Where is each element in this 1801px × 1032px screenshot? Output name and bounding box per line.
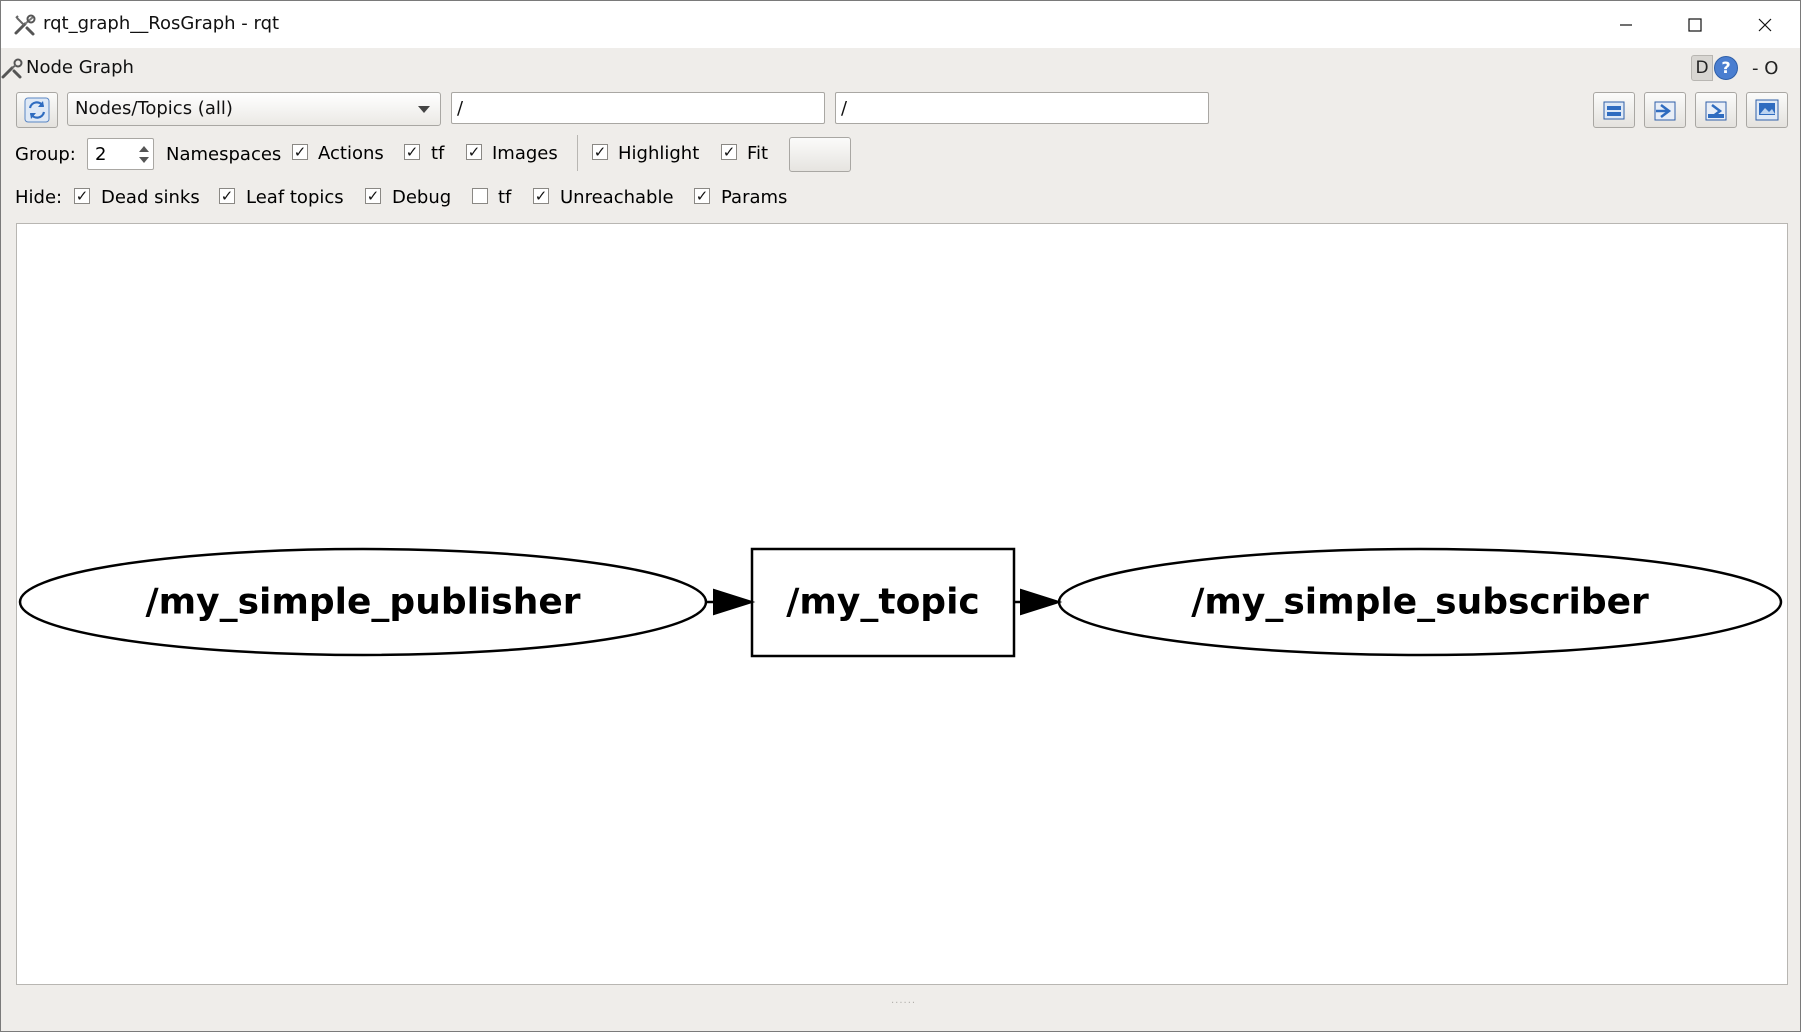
save-image-icon bbox=[1755, 99, 1779, 121]
dock-title: Node Graph bbox=[26, 57, 134, 78]
publisher-node-label: /my_simple_publisher bbox=[145, 581, 581, 623]
save-svg-icon bbox=[1705, 101, 1727, 121]
fit-checkbox[interactable]: ✓ bbox=[721, 143, 737, 161]
topic-filter-input[interactable] bbox=[835, 92, 1209, 124]
dock-float-close-buttons[interactable]: - O bbox=[1752, 57, 1779, 79]
minimize-button[interactable] bbox=[1592, 1, 1660, 48]
refresh-button[interactable] bbox=[16, 92, 58, 128]
hide-tf-label: tf bbox=[498, 187, 512, 208]
dock-buttons: D ? - O bbox=[1691, 55, 1778, 81]
load-dot-button[interactable] bbox=[1593, 92, 1635, 128]
graph-canvas[interactable]: /my_simple_publisher /my_topic /my_simpl… bbox=[16, 223, 1788, 985]
save-dot-button[interactable] bbox=[1644, 92, 1686, 128]
load-dot-icon bbox=[1603, 101, 1625, 120]
tf-label: tf bbox=[431, 143, 445, 164]
hide-leaf-topics-label: Leaf topics bbox=[246, 187, 344, 208]
hide-unreachable-checkbox[interactable]: ✓ bbox=[533, 187, 549, 205]
graph-mode-select[interactable]: Nodes/Topics (all) bbox=[67, 92, 441, 126]
window-title: rqt_graph__RosGraph - rqt bbox=[43, 13, 280, 34]
group-label: Group: bbox=[15, 144, 76, 165]
images-checkbox[interactable]: ✓ bbox=[466, 143, 482, 161]
hide-label: Hide: bbox=[15, 187, 63, 208]
toolbar-separator bbox=[577, 135, 578, 171]
topic-node-label: /my_topic bbox=[786, 581, 980, 623]
subscriber-node-label: /my_simple_subscriber bbox=[1191, 581, 1649, 623]
spin-up-icon[interactable] bbox=[139, 146, 149, 152]
hide-debug-label: Debug bbox=[392, 187, 452, 208]
spin-down-icon[interactable] bbox=[139, 157, 149, 163]
hide-params-checkbox[interactable]: ✓ bbox=[694, 187, 710, 205]
title-bar[interactable]: rqt_graph__RosGraph - rqt bbox=[1, 1, 1800, 48]
actions-checkbox[interactable]: ✓ bbox=[292, 143, 308, 161]
chevron-down-icon bbox=[418, 106, 430, 113]
refresh-icon bbox=[24, 97, 50, 123]
maximize-icon bbox=[1688, 17, 1702, 32]
edge-publisher-topic[interactable] bbox=[706, 588, 756, 616]
fit-label: Fit bbox=[747, 143, 769, 164]
hide-tf-checkbox[interactable] bbox=[472, 188, 488, 204]
maximize-button[interactable] bbox=[1661, 1, 1729, 48]
plugin-icon bbox=[1, 58, 25, 80]
highlight-label: Highlight bbox=[618, 143, 700, 164]
fit-in-view-button[interactable] bbox=[789, 137, 851, 172]
hide-dead-sinks-checkbox[interactable]: ✓ bbox=[74, 187, 90, 205]
save-image-button[interactable] bbox=[1746, 92, 1788, 128]
hide-leaf-topics-checkbox[interactable]: ✓ bbox=[219, 187, 235, 205]
hide-dead-sinks-label: Dead sinks bbox=[101, 187, 200, 208]
graph-svg bbox=[18, 547, 1783, 658]
dock-title-bar[interactable]: Node Graph D ? - O bbox=[1, 51, 1800, 85]
highlight-checkbox[interactable]: ✓ bbox=[592, 143, 608, 161]
close-button[interactable] bbox=[1731, 1, 1799, 48]
rqt-app-icon bbox=[13, 13, 37, 37]
close-icon bbox=[1758, 18, 1772, 31]
images-label: Images bbox=[492, 143, 558, 164]
node-filter-input[interactable] bbox=[451, 92, 825, 124]
help-icon[interactable]: ? bbox=[1714, 56, 1738, 80]
edge-topic-subscriber[interactable] bbox=[1014, 588, 1063, 616]
hide-params-label: Params bbox=[721, 187, 788, 208]
group-value: 2 bbox=[95, 144, 107, 165]
tf-checkbox[interactable]: ✓ bbox=[404, 143, 420, 161]
namespaces-label: Namespaces bbox=[166, 144, 282, 165]
save-dot-icon bbox=[1654, 101, 1676, 121]
graph-mode-value: Nodes/Topics (all) bbox=[75, 98, 233, 119]
dock-d-button[interactable]: D bbox=[1691, 55, 1713, 81]
minimize-icon bbox=[1620, 23, 1632, 26]
hide-unreachable-label: Unreachable bbox=[560, 187, 674, 208]
hide-debug-checkbox[interactable]: ✓ bbox=[365, 187, 381, 205]
resize-grip-icon[interactable]: ······ bbox=[891, 998, 917, 1009]
save-svg-button[interactable] bbox=[1695, 92, 1737, 128]
actions-label: Actions bbox=[318, 143, 384, 164]
group-spinbox[interactable]: 2 bbox=[87, 138, 154, 170]
